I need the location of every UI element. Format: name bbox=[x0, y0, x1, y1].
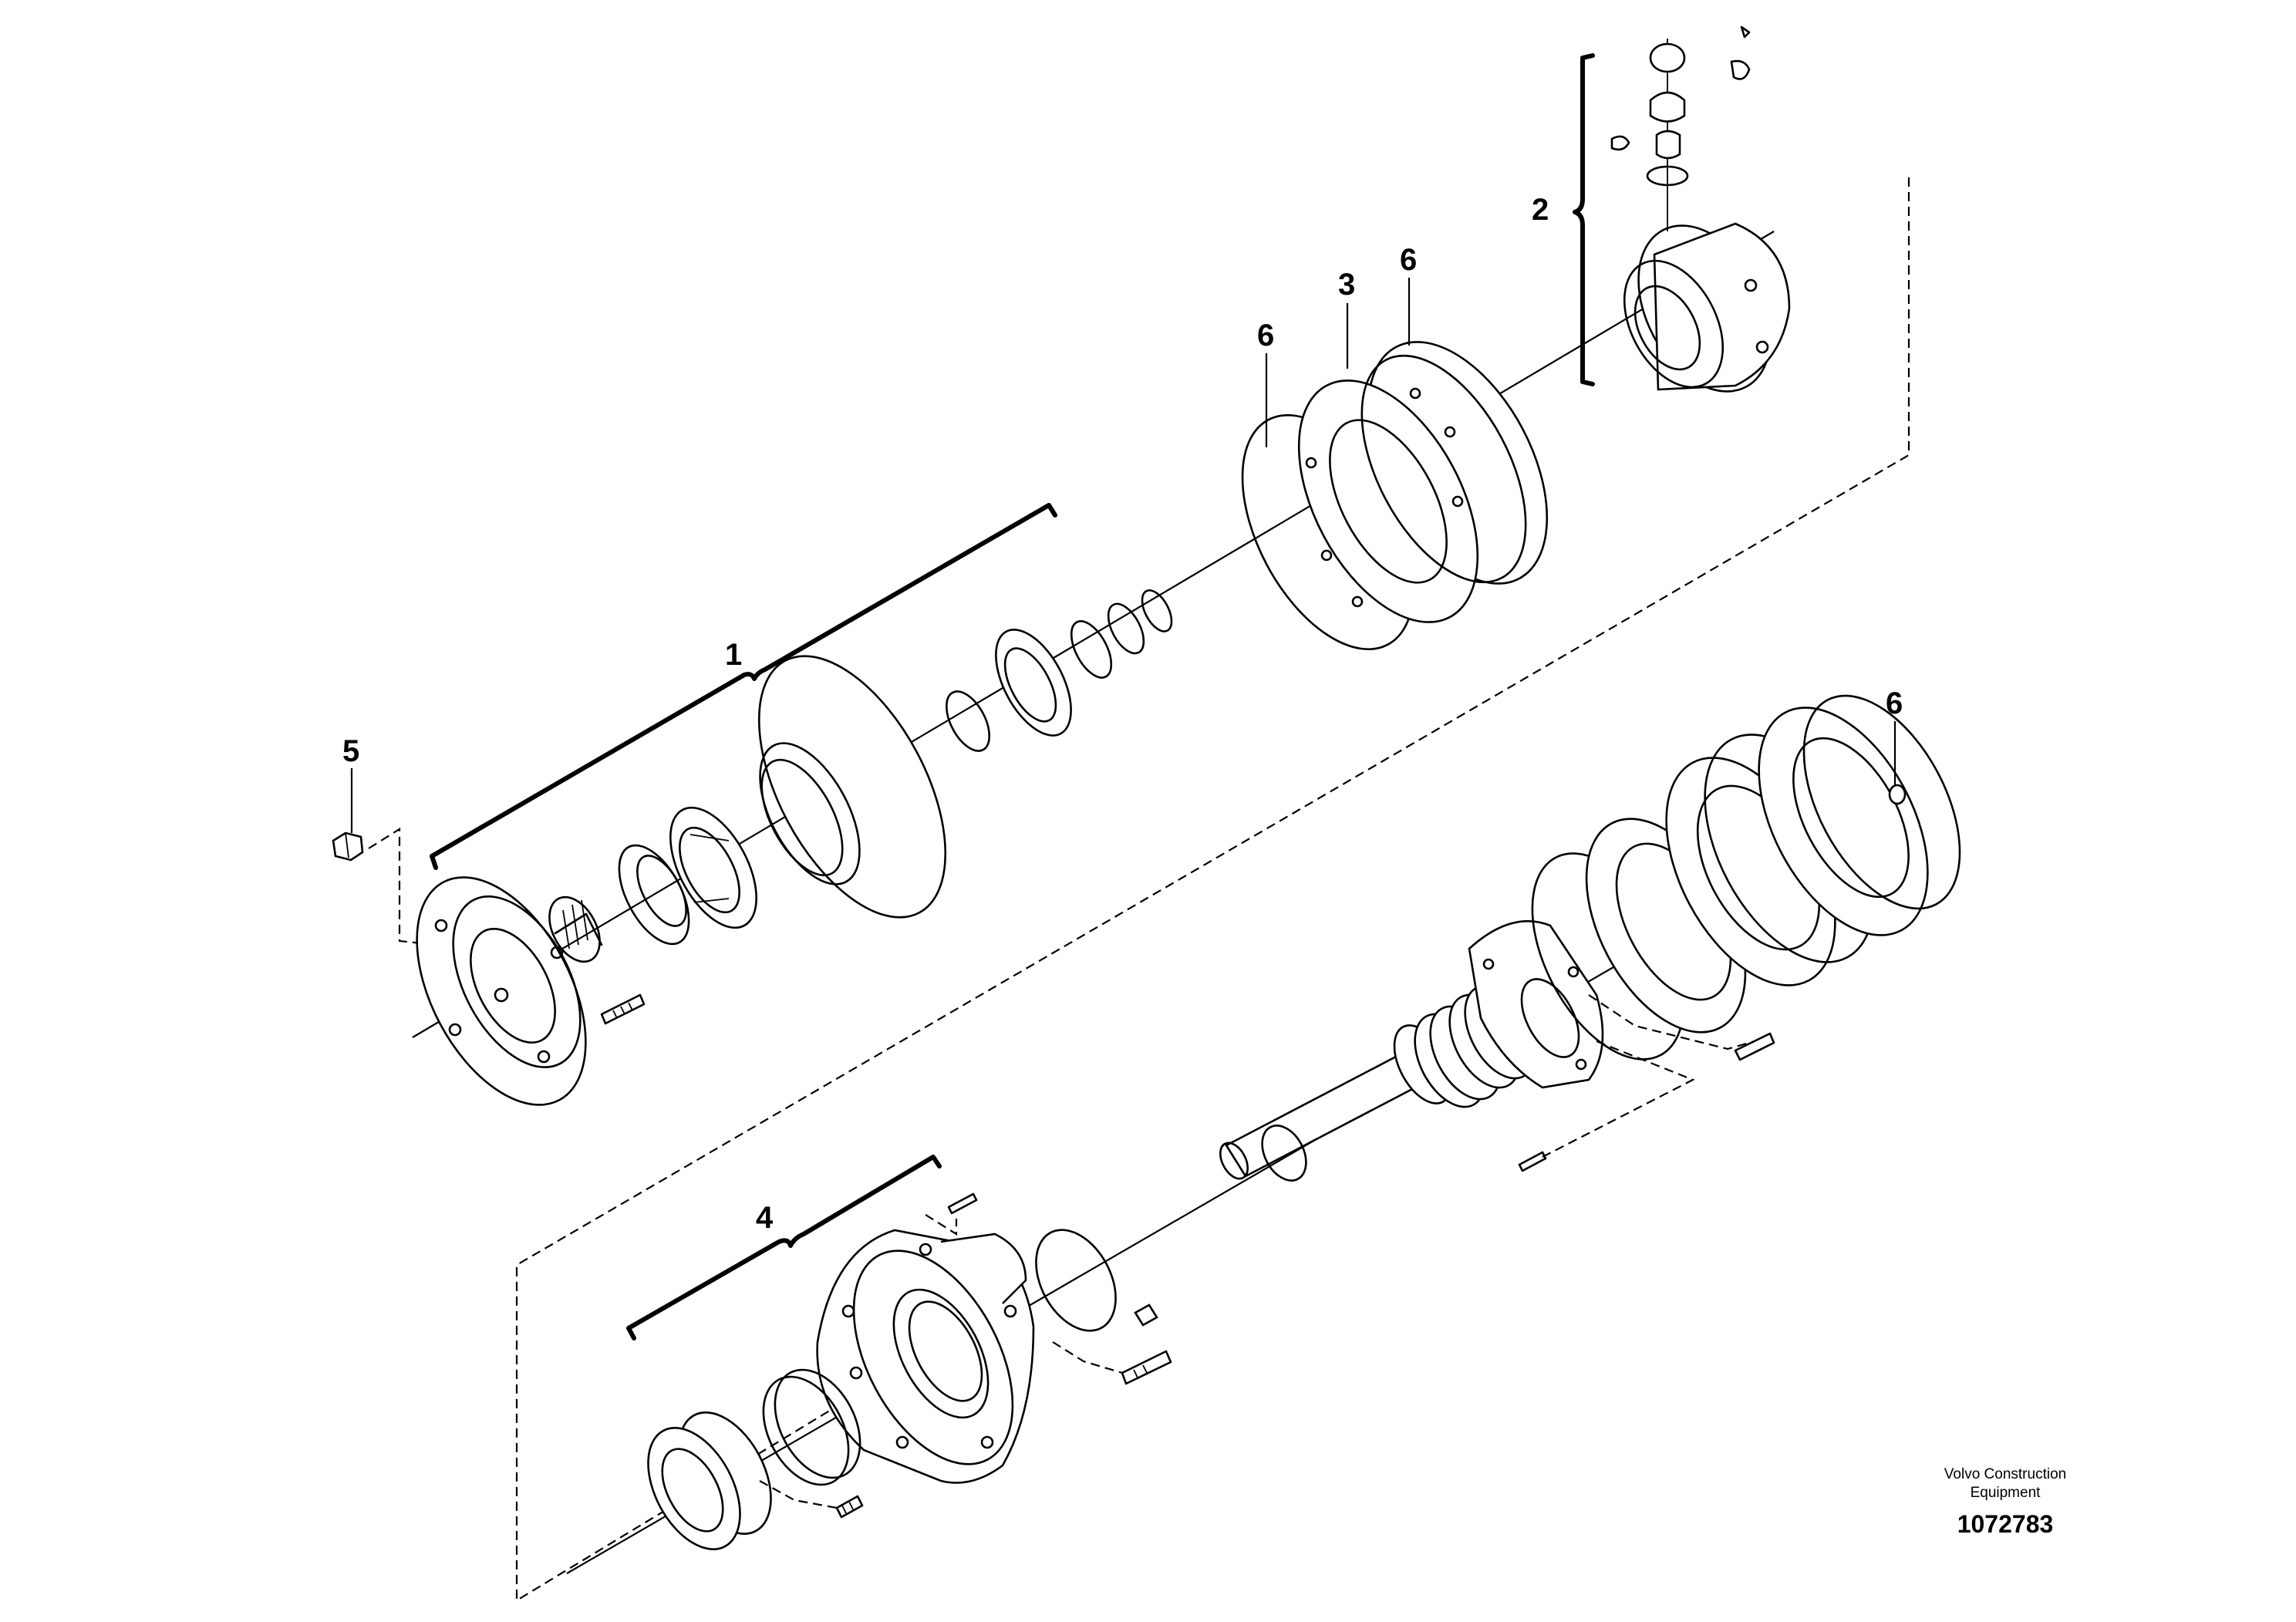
bolt-5 bbox=[332, 831, 364, 862]
bearing-upper bbox=[995, 629, 1072, 737]
seal-6-lower bbox=[1888, 784, 1907, 805]
carrier-bolt-leader bbox=[1588, 994, 1755, 1050]
valve-block-2 bbox=[1623, 222, 1791, 393]
hub-bolt bbox=[600, 993, 646, 1025]
housing-bolt bbox=[1121, 1350, 1172, 1385]
callout-2: 2 bbox=[1532, 193, 1549, 227]
snap-ring-2 bbox=[1107, 602, 1145, 655]
bracket-2 bbox=[1573, 53, 1595, 386]
housing-screw-top bbox=[947, 1192, 978, 1215]
callout-1: 1 bbox=[725, 638, 742, 672]
housing-drum bbox=[757, 655, 947, 919]
housing-o-ring bbox=[1035, 1229, 1117, 1332]
carrier-screw-leader bbox=[1542, 1040, 1695, 1158]
callout-6-right: 6 bbox=[1400, 243, 1417, 277]
valve-key-right bbox=[1730, 59, 1751, 80]
callout-6-lower: 6 bbox=[1886, 686, 1903, 720]
snap-ring-1 bbox=[1070, 620, 1113, 679]
motor-housing-4 bbox=[816, 1229, 1035, 1484]
ring-gear-3 bbox=[1297, 341, 1549, 623]
brand-line-2: Equipment bbox=[1970, 1485, 2041, 1501]
callout-4: 4 bbox=[756, 1201, 774, 1235]
seal-ring bbox=[618, 844, 690, 946]
upper-center-axis bbox=[412, 231, 1775, 1038]
planet-carrier bbox=[1468, 920, 1604, 1089]
valve-spool bbox=[1649, 42, 1686, 160]
housing-plug bbox=[1134, 1303, 1158, 1327]
output-hub bbox=[416, 876, 603, 1106]
o-ring-6-right bbox=[1360, 354, 1527, 584]
friction-disc-pack bbox=[1531, 694, 1961, 1061]
housing-bolt-leader bbox=[1052, 1341, 1123, 1374]
brake-piston bbox=[647, 1411, 772, 1550]
brand-line-1: Volvo Construction bbox=[1944, 1466, 2067, 1482]
bracket-1 bbox=[430, 503, 1057, 870]
bearing-lower bbox=[669, 806, 757, 929]
carrier-bolt bbox=[1734, 1032, 1775, 1061]
carrier-screw bbox=[1518, 1151, 1547, 1172]
document-number: 1072783 bbox=[1957, 1510, 2054, 1538]
snap-ring-3 bbox=[1141, 589, 1173, 632]
housing-screw-leader bbox=[925, 1214, 958, 1236]
lower-set-screw bbox=[835, 1495, 864, 1519]
shaft-snap-ring bbox=[1261, 1125, 1307, 1182]
callout-3: 3 bbox=[1338, 268, 1355, 302]
spring-ring bbox=[762, 1368, 861, 1486]
valve-o-ring bbox=[1646, 165, 1689, 187]
spacer-ring-1 bbox=[946, 690, 990, 752]
bracket-4 bbox=[626, 1155, 942, 1340]
hub-spline bbox=[548, 895, 601, 963]
assembly-link-frame bbox=[515, 177, 1910, 1602]
callout-5: 5 bbox=[342, 734, 359, 768]
manufacturer-label: Volvo Construction Equipment bbox=[1897, 1465, 2113, 1502]
valve-pin bbox=[1740, 25, 1751, 39]
callout-6-left: 6 bbox=[1257, 319, 1274, 352]
valve-key-left bbox=[1610, 135, 1630, 151]
